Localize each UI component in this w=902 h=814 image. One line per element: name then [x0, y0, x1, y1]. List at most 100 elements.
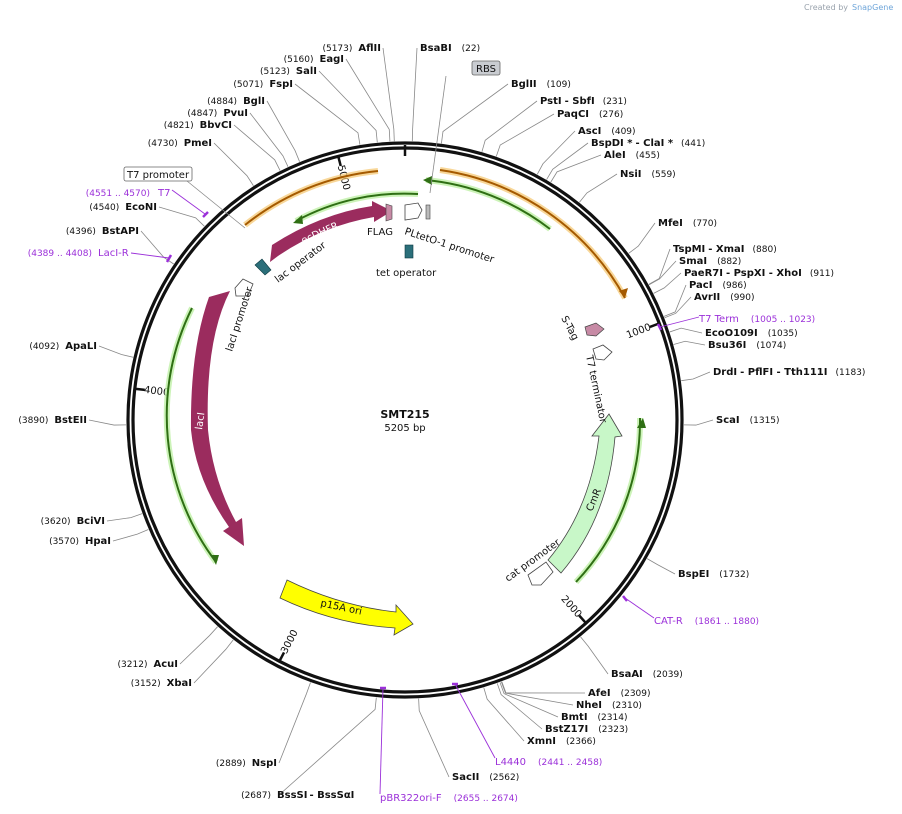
primer-range: (2441 .. 2458)	[538, 758, 602, 768]
enzyme-name: BspDI *	[591, 138, 633, 149]
enzyme-position: (109)	[547, 80, 571, 90]
green-arc-left-head	[211, 555, 219, 565]
enzyme-position: (5123)	[260, 67, 290, 77]
enzyme-position: (2323)	[598, 725, 628, 735]
tick-label: 2000	[558, 594, 583, 620]
orange-arc-right-head	[619, 288, 628, 298]
enzyme-label: AcuI(3212)	[118, 659, 178, 670]
enzyme-label: EagI(5160)	[284, 54, 344, 65]
enzyme-position: (5160)	[284, 55, 314, 65]
enzyme-name: BglI	[243, 96, 265, 107]
green-arc-top-left-head	[293, 215, 303, 224]
enzyme-label: PstI - SbfI(231)	[540, 96, 627, 107]
enzyme-name: XmnI	[527, 736, 556, 747]
enzyme-name: BspEI	[678, 569, 709, 580]
enzyme-label: TspMI - XmaI(880)	[673, 244, 777, 255]
enzyme-position: (2310)	[612, 701, 642, 711]
primer-name: LacI-R	[98, 248, 129, 259]
enzyme-label: PaeR7I - PspXI - XhoI(911)	[684, 268, 834, 279]
enzyme-label: PaqCI(276)	[557, 109, 623, 120]
primer-labels: T7(4551 .. 4570)LacI-R(4389 .. 4408)T7 T…	[28, 188, 815, 804]
enzyme-label: BmtI (2314)	[561, 712, 627, 723]
enzyme-label: BglII(109)	[511, 79, 571, 90]
enzyme-extra: - PspXI - XhoI	[726, 268, 802, 279]
enzyme-label: BsaAI(2039)	[611, 669, 683, 680]
enzyme-label: XbaI(3152)	[131, 678, 192, 689]
enzyme-leader	[233, 124, 281, 171]
enzyme-leader	[669, 327, 703, 334]
pltet-promoter-arrow	[404, 202, 423, 221]
enzyme-position: (4821)	[164, 121, 194, 131]
enzyme-name: AflII	[358, 43, 381, 54]
enzyme-leader	[278, 682, 311, 764]
primer-label: L4440(2441 .. 2458)	[495, 757, 602, 768]
enzyme-position: (455)	[636, 151, 660, 161]
enzyme-name: NheI	[576, 700, 602, 711]
svg-text:RBS: RBS	[476, 64, 496, 75]
enzyme-extra: - PflFI - Tth111I	[740, 367, 827, 378]
s-tag-label: S-Tag	[558, 314, 580, 342]
enzyme-name: HpaI	[85, 536, 111, 547]
enzyme-position: (409)	[611, 127, 635, 137]
enzyme-leader-lines	[88, 47, 714, 796]
flag-box	[385, 203, 393, 222]
enzyme-label: PmeI(4730)	[148, 138, 212, 149]
enzyme-position: (2366)	[566, 737, 596, 747]
enzyme-name: BsaBI	[420, 43, 452, 54]
enzyme-position: (1035)	[768, 329, 798, 339]
enzyme-label: SalI(5123)	[260, 66, 317, 77]
primer-range: (2655 .. 2674)	[454, 794, 518, 804]
primer-label: LacI-R(4389 .. 4408)	[28, 248, 129, 259]
enzyme-position: (559)	[651, 170, 675, 180]
enzyme-name: PaeR7I	[684, 268, 723, 279]
primer-name: T7 Term	[698, 314, 739, 325]
enzyme-leader	[483, 687, 525, 742]
enzyme-leader	[683, 419, 714, 426]
enzyme-label: BciVI(3620)	[41, 516, 105, 527]
enzyme-position: (2314)	[598, 713, 628, 723]
primer-range: (1861 .. 1880)	[695, 617, 759, 627]
enzyme-leader	[663, 284, 687, 317]
enzyme-label: BspEI(1732)	[678, 569, 749, 580]
enzyme-name: BmtI	[561, 712, 588, 723]
tick-mark	[337, 156, 342, 167]
enzyme-name: PstI	[540, 96, 562, 107]
enzyme-name: PaqCI	[557, 109, 589, 120]
enzyme-leader	[294, 83, 361, 145]
t7-promoter-boxed-label: T7 promoter	[123, 166, 246, 229]
primer-leader	[624, 597, 655, 619]
ecdhfr-arrow	[270, 201, 392, 262]
enzyme-name: ScaI	[716, 415, 740, 426]
primer-label: CAT-R (1861 .. 1880)	[654, 616, 759, 627]
tick-label: 4000	[143, 385, 170, 399]
enzyme-label: Bsu36I(1074)	[708, 340, 786, 351]
enzyme-position: (4540)	[89, 203, 119, 213]
plasmid-name: SMT215	[380, 408, 429, 421]
enzyme-name: PacI	[689, 280, 712, 291]
enzyme-extra: - XmaI	[708, 244, 744, 255]
enzyme-leader	[193, 639, 234, 684]
enzyme-label: BstZ17I(2323)	[545, 724, 628, 735]
tick-mark	[278, 651, 286, 661]
enzyme-position: (1315)	[750, 416, 780, 426]
enzyme-label: BsaBI(22)	[420, 43, 480, 54]
enzyme-label: AvrII(990)	[694, 292, 754, 303]
primer-leader	[659, 316, 700, 328]
pltet-rbs-box	[425, 204, 431, 220]
enzyme-label: NsiI(559)	[620, 169, 676, 180]
enzyme-leader	[158, 206, 205, 227]
t7-terminator-arrow	[592, 344, 613, 361]
enzyme-leader	[579, 173, 618, 203]
primer-range: (4551 .. 4570)	[86, 189, 150, 199]
enzyme-label: BbvCI(4821)	[164, 120, 232, 131]
enzyme-label: EcoNI(4540)	[89, 202, 157, 213]
enzyme-leader	[213, 142, 254, 186]
green-arc-right-head	[637, 418, 646, 428]
enzyme-position: (5173)	[322, 44, 352, 54]
enzyme-name: FspI	[269, 79, 293, 90]
green-arc-top-right-head	[423, 176, 432, 185]
enzyme-label: HpaI(3570)	[49, 536, 111, 547]
primer-leader	[454, 683, 496, 759]
enzyme-position: (2687)	[241, 791, 271, 801]
primer-name: CAT-R	[654, 616, 683, 627]
